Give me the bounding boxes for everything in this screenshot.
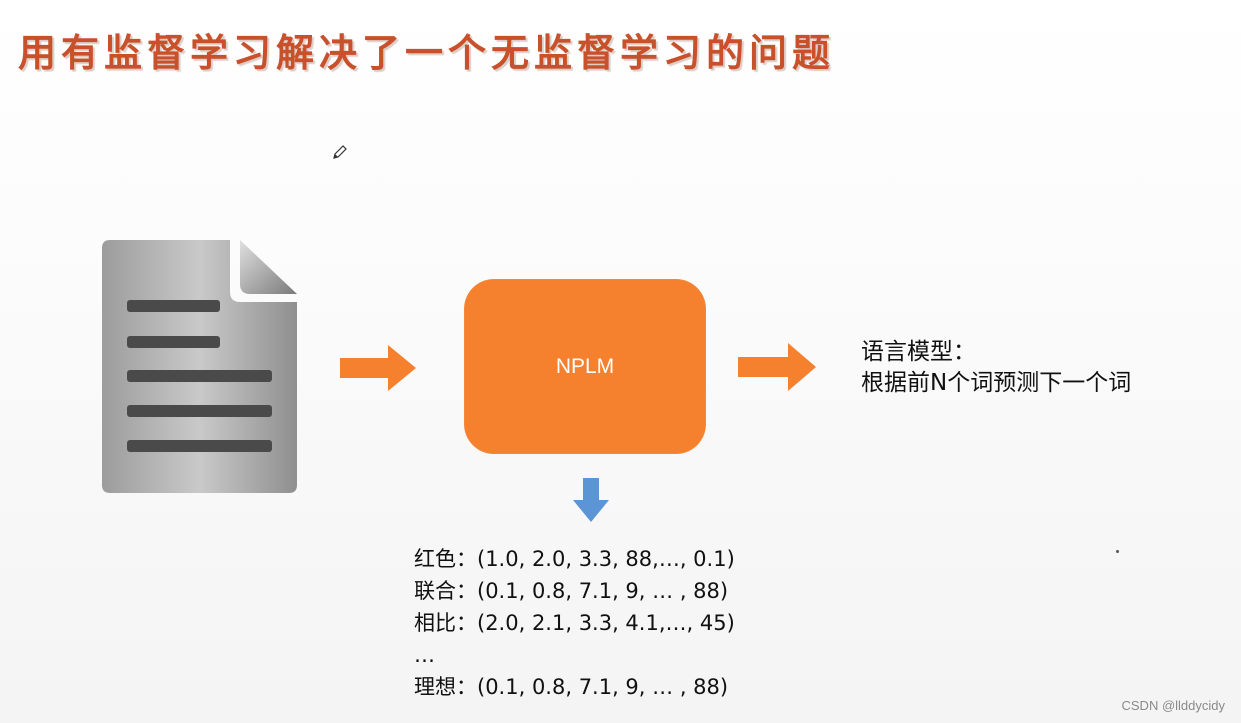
input-arrow-icon xyxy=(340,345,416,391)
embedding-row: 理想：(0.1, 0.8, 7.1, 9, … , 88) xyxy=(414,675,729,699)
word-embedding-list: 红色：(1.0, 2.0, 3.3, 88,…, 0.1) 联合：(0.1, 0… xyxy=(414,543,735,703)
stray-dot xyxy=(1116,550,1119,553)
embedding-row: … xyxy=(414,643,435,667)
page-title: 用有监督学习解决了一个无监督学习的问题 xyxy=(18,30,836,75)
embedding-row: 相比：(2.0, 2.1, 3.3, 4.1,…, 45) xyxy=(414,611,735,635)
language-model-description: 语言模型： 根据前N个词预测下一个词 xyxy=(861,337,1131,399)
output-title: 语言模型： xyxy=(861,339,976,365)
embedding-row: 联合：(0.1, 0.8, 7.1, 9, … , 88) xyxy=(414,579,729,603)
document-icon xyxy=(102,240,297,493)
pencil-icon xyxy=(333,145,347,159)
model-label: NPLM xyxy=(555,354,615,378)
output-arrow-icon xyxy=(738,343,816,391)
nplm-model-box: NPLM xyxy=(464,279,706,454)
embedding-row: 红色：(1.0, 2.0, 3.3, 88,…, 0.1) xyxy=(414,547,735,571)
down-arrow-icon xyxy=(573,478,609,522)
output-detail: 根据前N个词预测下一个词 xyxy=(861,370,1132,396)
watermark: CSDN @llddycidy xyxy=(1121,698,1226,713)
